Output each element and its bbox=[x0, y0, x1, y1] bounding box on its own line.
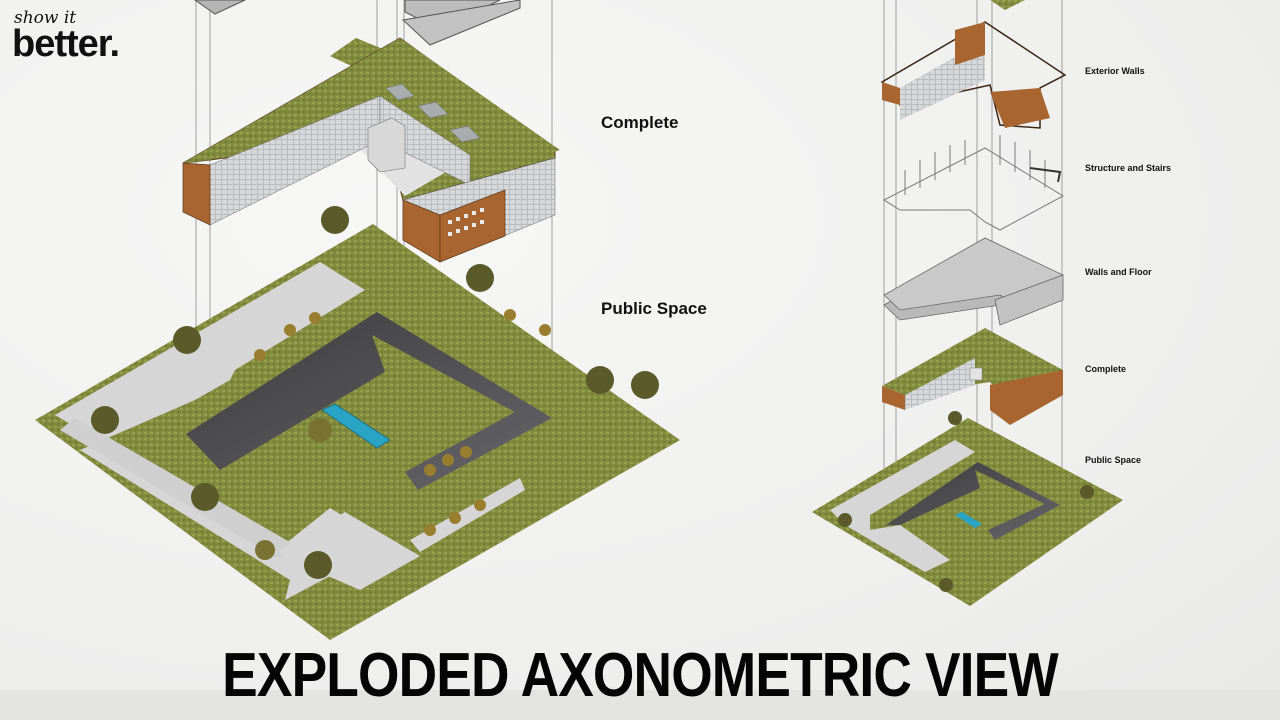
side-exterior-walls bbox=[880, 21, 1067, 129]
label-side-complete: Complete bbox=[1085, 364, 1127, 374]
upper-slabs-partial bbox=[194, 0, 521, 46]
label-main-public-space: Public Space bbox=[601, 299, 707, 318]
side-site-plan bbox=[812, 411, 1123, 606]
label-walls-floor: Walls and Floor bbox=[1085, 267, 1152, 277]
side-building-complete bbox=[882, 328, 1063, 425]
main-site-plan bbox=[35, 224, 680, 640]
label-exterior-walls: Exterior Walls bbox=[1085, 66, 1145, 76]
trees-main bbox=[91, 206, 659, 579]
logo-tagline: show it bbox=[14, 8, 77, 28]
title-band bbox=[0, 690, 1280, 720]
logo-wordmark: better. bbox=[12, 23, 120, 65]
label-side-public-space: Public Space bbox=[1085, 455, 1142, 465]
brand-logo: show it better. bbox=[12, 8, 120, 65]
side-structure-stairs bbox=[882, 135, 1065, 231]
main-building-complete bbox=[182, 37, 560, 263]
label-main-complete: Complete bbox=[601, 113, 679, 132]
side-walls-floor bbox=[883, 237, 1064, 326]
page-title: EXPLODED AXONOMETRIC VIEW bbox=[222, 641, 1058, 710]
label-structure-stairs: Structure and Stairs bbox=[1085, 163, 1172, 173]
